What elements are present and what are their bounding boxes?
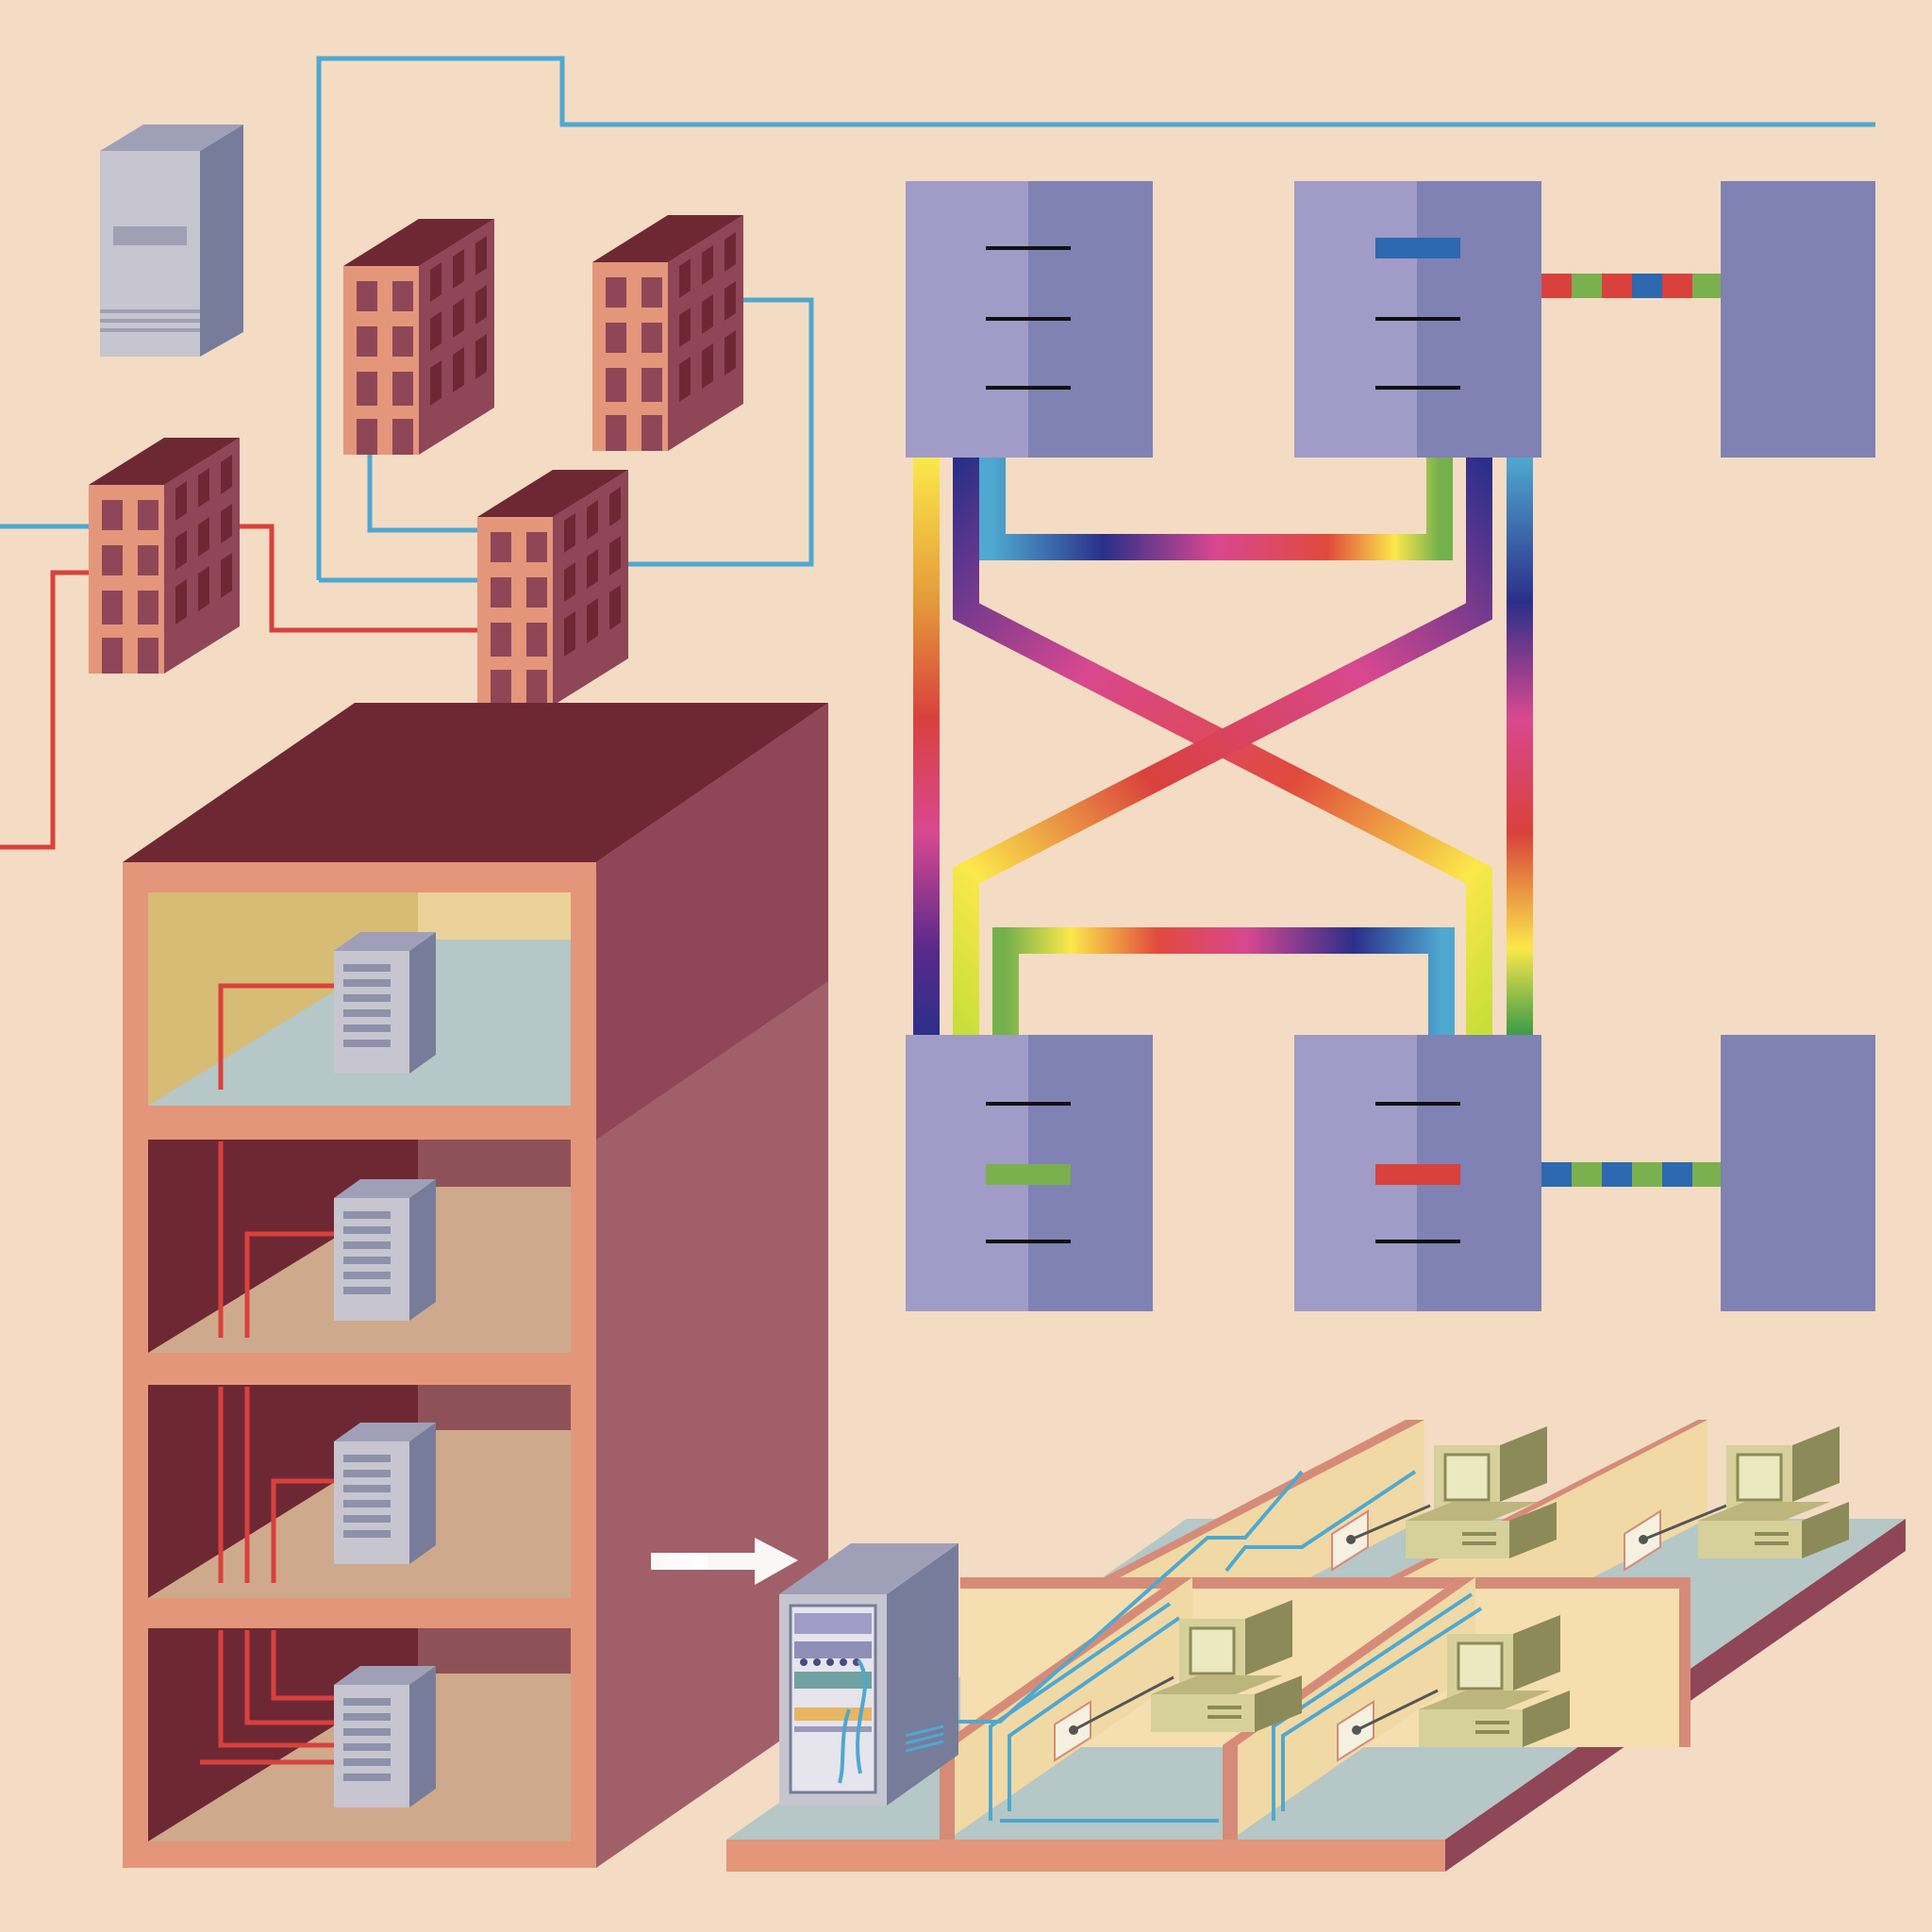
- desktop-computer-icon: [1696, 1424, 1851, 1560]
- switch-top-right: [1721, 181, 1875, 458]
- server-rack-icon: [779, 1543, 958, 1806]
- server-tower-icon: [334, 1666, 436, 1807]
- rack-floor-cables: [905, 1724, 944, 1753]
- switch-bottom-middle: [1294, 1035, 1541, 1311]
- striped-link-top: [1541, 274, 1721, 298]
- riser-cables: [200, 983, 335, 1765]
- arrow-right-icon: [651, 1538, 798, 1585]
- server-tower-icon: [100, 125, 243, 357]
- office-building-icon: [477, 470, 628, 706]
- server-tower-icon: [334, 932, 436, 1074]
- server-uplinks: [419, 1025, 496, 1767]
- office-building-icon: [89, 438, 240, 674]
- server-tower-icon: [334, 1423, 436, 1564]
- switch-top-middle: [1294, 181, 1541, 458]
- office-building-icon: [592, 215, 743, 451]
- cable-red-left: [0, 570, 91, 850]
- workstation-cables: [1073, 1504, 1727, 1732]
- desktop-computer-icon: [1404, 1424, 1558, 1560]
- switch-bottom-left: [906, 1035, 1153, 1311]
- switch-bottom-right: [1721, 1035, 1875, 1311]
- office-building-icon: [343, 219, 494, 455]
- striped-link-bottom: [1541, 1162, 1721, 1187]
- workstation-floor: [726, 1420, 1906, 1872]
- cable-red-building: [236, 524, 479, 633]
- wan-cable-blue: [316, 56, 1875, 580]
- switch-fabric-cables: [913, 458, 1533, 1035]
- server-tower-icon: [334, 1179, 436, 1321]
- cable-blue-building-2: [627, 297, 814, 567]
- switch-top-left: [906, 181, 1153, 458]
